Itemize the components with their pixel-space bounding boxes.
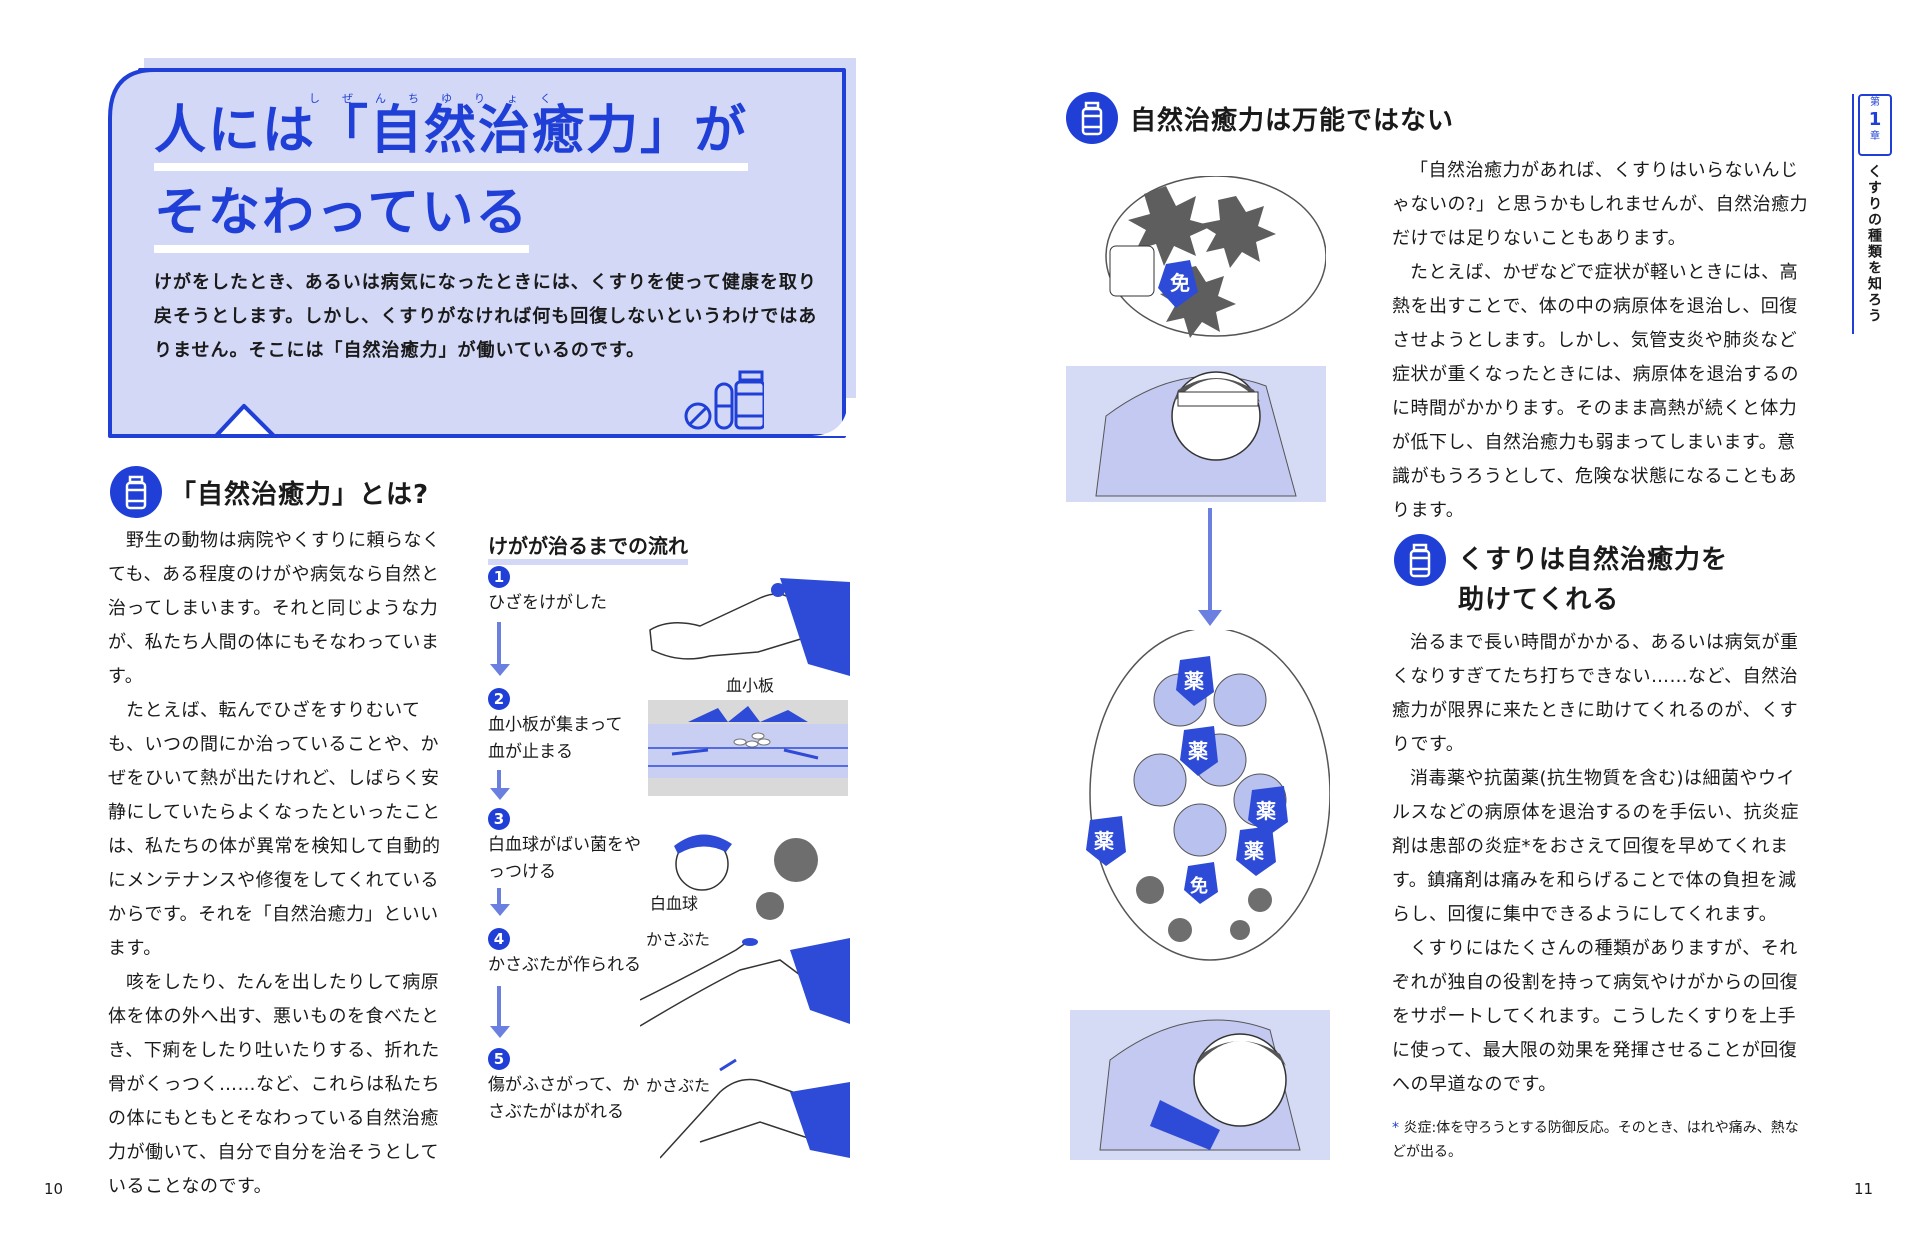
healed-knee-illustration (660, 1058, 850, 1159)
flow-title: けがが治るまでの流れ (488, 530, 688, 565)
hero-title-ruby: しぜんちゆりょく (309, 92, 573, 105)
hero-box: 人には「自然治癒力」が しぜんちゆりょく そなわっている けがをしたとき、あるい… (104, 58, 860, 440)
section2-body: 「自然治癒力があれば、くすりはいらないんじゃないの?」と思うかもしれませんが、自… (1392, 154, 1812, 528)
chapter-rule (1852, 94, 1854, 334)
page-number-left: 10 (44, 1180, 64, 1198)
scab-label: かさぶた (646, 930, 711, 949)
page-number-right: 11 (1854, 1180, 1874, 1198)
chapter-prefix: 第 (1870, 97, 1880, 108)
chapter-number: 1 (1868, 109, 1882, 130)
platelet-illustration (648, 700, 848, 796)
section3-body: 治るまで長い時間がかかる、あるいは病気が重くなりすぎてたち打ちできない……など、… (1392, 626, 1812, 1102)
platelet-label: 血小板 (726, 676, 775, 695)
hero-intro: けがをしたとき、あるいは病気になったときには、くすりを使って健康を取り戻そうとし… (154, 272, 818, 361)
footnote-marker: * (1392, 1120, 1399, 1136)
bottle-icon (1394, 534, 1446, 586)
pill-bottle-icon (684, 370, 764, 430)
hero-frame (108, 58, 856, 438)
hero-title-line1: 人には「自然治癒力」が (154, 88, 749, 171)
chapter-suffix: 章 (1870, 131, 1880, 142)
section1-paragraph: たとえば、転んでひざをすりむいても、いつの間にか治っていることや、かぜをひいて熱… (108, 700, 441, 959)
step-number: 4 (488, 928, 510, 950)
step-number: 3 (488, 808, 510, 830)
hero-title-line2: そなわっている (154, 170, 530, 253)
footnote-text: 炎症:体を守ろうとする防御反応。そのとき、はれや痛み、熱などが出る。 (1392, 1120, 1799, 1160)
step-text: ひざをけがした (488, 593, 607, 613)
shield-kanji: 免 (1190, 875, 1208, 897)
white-blood-cell-illustration (674, 834, 818, 920)
flow-arrow (497, 888, 501, 908)
section1-body: 野生の動物は病院やくすりに頼らなくても、ある程度のけがや病気なら自然と治ってしま… (108, 524, 452, 1204)
section3-paragraph: 消毒薬や抗菌薬(抗生物質を含む)は細菌やウイルスなどの病原体を退治するのを手伝い… (1392, 768, 1799, 925)
section2-paragraph: たとえば、かぜなどで症状が軽いときには、高熱を出すことで、体の中の病原体を退治し… (1392, 262, 1799, 521)
medicine-army-illustration: 薬 薬 薬 薬 薬 免 (1070, 630, 1330, 1160)
medicine-kanji: 薬 (1184, 669, 1204, 693)
shield-kanji: 免 (1170, 271, 1190, 295)
step-text: 傷がふさがって、かさぶたがはがれる (488, 1075, 640, 1122)
section1-paragraph: 咳をしたり、たんを出したりして病原体を体の外へ出す、悪いものを食べたとき、下痢を… (108, 972, 441, 1197)
section3-paragraph: 治るまで長い時間がかかる、あるいは病気が重くなりすぎてたち打ちできない……など、… (1392, 632, 1799, 755)
sick-child-illustration: 免 (1066, 176, 1326, 502)
step-text: 血小板が集まって血が止まる (488, 715, 623, 762)
flow-arrow (497, 986, 501, 1030)
arrow-head-icon (490, 1026, 510, 1038)
white-cell-label: 白血球 (650, 894, 699, 913)
section1-title: 「自然治癒力」とは? (170, 480, 430, 510)
section3-title: くすりは自然治癒力を 助けてくれる (1458, 540, 1728, 620)
step-number: 1 (488, 566, 510, 588)
scab-label: かさぶた (646, 1076, 711, 1095)
flow-arrow (497, 770, 501, 792)
medicine-kanji: 薬 (1244, 839, 1264, 863)
scab-knee-illustration (640, 938, 850, 1027)
arrow-head-icon (490, 788, 510, 800)
step-text: かさぶたが作られる (488, 955, 641, 975)
section3-paragraph: くすりにはたくさんの種類がありますが、それぞれが独自の役割を持って病気やけがから… (1392, 938, 1799, 1095)
knee-injury-illustration (649, 578, 850, 676)
section3-title-line2: 助けてくれる (1458, 585, 1620, 615)
flow-arrow (497, 622, 501, 668)
step-number: 2 (488, 688, 510, 710)
step-number: 5 (488, 1048, 510, 1070)
section2-title: 自然治癒力は万能ではない (1130, 106, 1455, 136)
section1-paragraph: 野生の動物は病院やくすりに頼らなくても、ある程度のけがや病気なら自然と治ってしま… (108, 530, 441, 687)
arrow-head-icon (490, 904, 510, 916)
step-text: 白血球がばい菌をやっつける (488, 835, 641, 882)
medicine-kanji: 薬 (1188, 739, 1208, 763)
chapter-title: くすりの種類を知ろう (1866, 164, 1882, 324)
footnote: * 炎症:体を守ろうとする防御反応。そのとき、はれや痛み、熱などが出る。 (1392, 1116, 1812, 1164)
section2-paragraph: 「自然治癒力があれば、くすりはいらないんじゃないの?」と思うかもしれませんが、自… (1392, 160, 1809, 249)
flow-arrow (1208, 508, 1212, 612)
chapter-badge: 第 1 章 (1858, 94, 1892, 156)
bottle-icon (1066, 92, 1118, 144)
arrow-head-icon (490, 664, 510, 676)
arrow-head-icon (1198, 610, 1222, 626)
bottle-icon (110, 466, 162, 518)
medicine-kanji: 薬 (1256, 799, 1276, 823)
section3-title-line1: くすりは自然治癒力を (1458, 545, 1729, 575)
medicine-kanji: 薬 (1094, 829, 1114, 853)
